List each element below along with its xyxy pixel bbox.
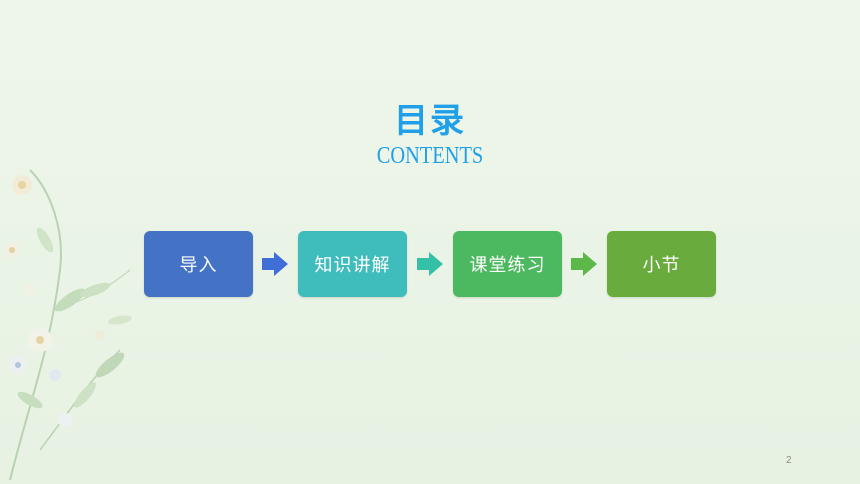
step-label: 导入 <box>179 255 218 276</box>
arrow-right-icon <box>417 252 443 276</box>
step-summary-button[interactable]: 小节 <box>607 231 716 297</box>
page-title: 目录 <box>394 101 466 141</box>
page-subtitle: CONTENTS <box>376 143 484 169</box>
arrow-right-icon <box>571 252 597 276</box>
step-label: 课堂练习 <box>469 255 546 276</box>
contents-flow: 导入 知识讲解 课堂练习 小节 <box>0 231 860 297</box>
page-number: 2 <box>786 455 792 466</box>
step-label: 知识讲解 <box>314 255 391 276</box>
step-knowledge-button[interactable]: 知识讲解 <box>298 231 407 297</box>
arrow-right-icon <box>262 252 288 276</box>
floral-decoration-icon <box>4 169 132 481</box>
step-intro-button[interactable]: 导入 <box>144 231 253 297</box>
step-practice-button[interactable]: 课堂练习 <box>453 231 562 297</box>
step-label: 小节 <box>642 255 681 276</box>
